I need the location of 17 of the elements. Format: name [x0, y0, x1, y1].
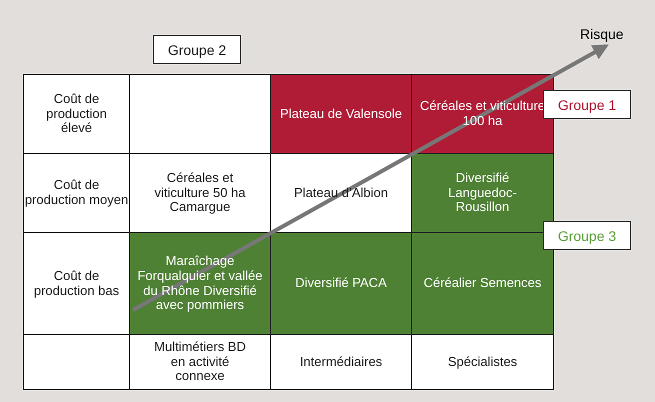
- table-cell-text: Coût de production bas: [32, 268, 120, 298]
- table-cell-text: Maraîchage Forqualquier et vallée du Rhône Diversifié avec pommiers: [136, 254, 264, 314]
- group-label-box: Groupe 1: [543, 90, 631, 119]
- table-cell-text: Céréales et viticulture 50 ha Camargue: [153, 170, 247, 216]
- table-cell-text: Multimétiers BD en activité connexe: [153, 340, 247, 384]
- group-label-box: Groupe 3: [543, 221, 631, 250]
- axis-label: Risque: [580, 26, 624, 42]
- table-cell-text: Intermédiaires: [300, 354, 382, 370]
- group-label-box: Groupe 2: [153, 35, 241, 64]
- table-cell-text: Plateau de Valensole: [280, 106, 402, 122]
- table-cell-text: Coût de production élevé: [45, 92, 108, 136]
- table-cell-text: Diversifié PACA: [295, 276, 387, 291]
- table-cell-text: Diversifié Languedoc-Rousillon: [447, 170, 518, 216]
- table-cell-text: Céréales et viticulture 100 ha: [419, 99, 546, 129]
- table-cell-text: Céréalier Semences: [424, 276, 542, 291]
- table-cell-text: Coût de production moyen: [24, 178, 129, 208]
- table-cell-text: Spécialistes: [448, 354, 518, 370]
